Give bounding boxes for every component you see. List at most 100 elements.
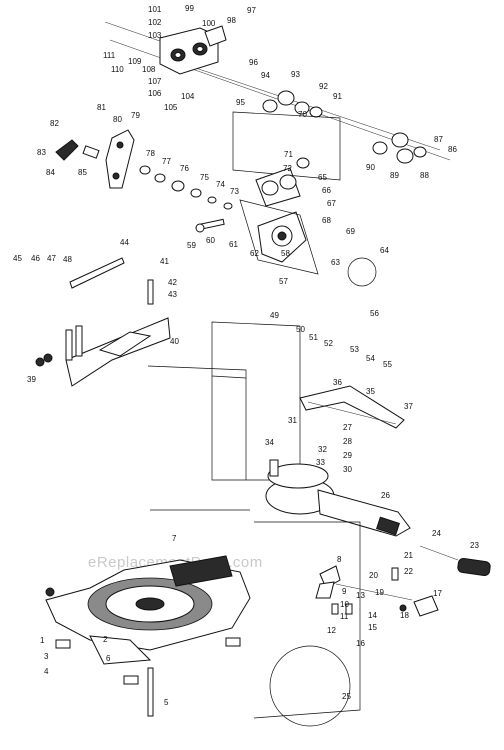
lock-assembly xyxy=(150,509,439,727)
part-number-9: 9 xyxy=(342,587,347,596)
part-number-86: 86 xyxy=(448,145,457,154)
part-number-50: 50 xyxy=(296,325,305,334)
part-number-98: 98 xyxy=(227,16,236,25)
part-number-10: 10 xyxy=(340,600,349,609)
part-number-19: 19 xyxy=(375,588,384,597)
part-number-4: 4 xyxy=(44,667,49,676)
part-number-26: 26 xyxy=(381,491,390,500)
part-number-11: 11 xyxy=(340,612,349,621)
part-number-34: 34 xyxy=(265,438,274,447)
part-number-111: 111 xyxy=(103,51,116,60)
part-number-104: 104 xyxy=(181,92,195,101)
part-number-5: 5 xyxy=(164,698,169,707)
part-number-13: 13 xyxy=(356,591,365,600)
part-number-6: 6 xyxy=(106,654,111,663)
part-number-70: 70 xyxy=(298,110,307,119)
part-number-97: 97 xyxy=(247,6,256,15)
part-number-71: 71 xyxy=(284,150,293,159)
part-number-36: 36 xyxy=(333,378,342,387)
part-number-95: 95 xyxy=(236,98,245,107)
part-number-3: 3 xyxy=(44,652,49,661)
part-number-28: 28 xyxy=(343,437,352,446)
part-number-15: 15 xyxy=(368,623,377,632)
part-number-76: 76 xyxy=(180,164,189,173)
part-number-102: 102 xyxy=(148,18,162,27)
part-number-41: 41 xyxy=(160,257,169,266)
part-number-2: 2 xyxy=(103,635,108,644)
part-number-99: 99 xyxy=(185,4,194,13)
part-number-107: 107 xyxy=(148,77,162,86)
part-number-110: 110 xyxy=(111,65,124,74)
part-number-67: 67 xyxy=(327,199,336,208)
part-number-54: 54 xyxy=(366,354,375,363)
part-number-68: 68 xyxy=(322,216,331,225)
left-fence-assembly xyxy=(35,257,171,387)
base-assembly xyxy=(45,555,251,717)
part-number-65: 65 xyxy=(318,173,327,182)
part-number-78: 78 xyxy=(146,149,155,158)
part-number-22: 22 xyxy=(404,567,413,576)
part-number-1: 1 xyxy=(40,636,45,645)
part-number-49: 49 xyxy=(270,311,279,320)
part-number-79: 79 xyxy=(131,111,140,120)
part-number-27: 27 xyxy=(343,423,352,432)
part-number-101: 101 xyxy=(148,5,162,14)
part-number-20: 20 xyxy=(369,571,378,580)
part-number-96: 96 xyxy=(249,58,258,67)
part-number-57: 57 xyxy=(279,277,288,286)
part-number-56: 56 xyxy=(370,309,379,318)
part-number-75: 75 xyxy=(200,173,209,182)
part-number-43: 43 xyxy=(168,290,177,299)
part-number-88: 88 xyxy=(420,171,429,180)
part-number-93: 93 xyxy=(291,70,300,79)
part-number-37: 37 xyxy=(404,402,413,411)
part-number-87: 87 xyxy=(434,135,443,144)
part-number-40: 40 xyxy=(170,337,179,346)
part-number-33: 33 xyxy=(316,458,325,467)
part-number-85: 85 xyxy=(78,168,87,177)
part-number-55: 55 xyxy=(383,360,392,369)
part-number-32: 32 xyxy=(318,445,327,454)
part-number-58: 58 xyxy=(281,249,290,258)
part-number-89: 89 xyxy=(390,171,399,180)
part-number-7: 7 xyxy=(172,534,177,543)
part-number-39: 39 xyxy=(27,375,36,384)
part-number-82: 82 xyxy=(50,119,59,128)
part-number-42: 42 xyxy=(168,278,177,287)
part-number-92: 92 xyxy=(319,82,328,91)
part-number-46: 46 xyxy=(31,254,40,263)
part-number-108: 108 xyxy=(142,65,156,74)
part-number-103: 103 xyxy=(148,31,162,40)
part-number-14: 14 xyxy=(368,611,377,620)
part-number-30: 30 xyxy=(343,465,352,474)
part-number-63: 63 xyxy=(331,258,340,267)
part-number-59: 59 xyxy=(187,241,196,250)
rail-shaft-assembly xyxy=(104,21,451,181)
part-number-21: 21 xyxy=(404,551,413,560)
part-number-53: 53 xyxy=(350,345,359,354)
part-number-83: 83 xyxy=(37,148,46,157)
part-number-52: 52 xyxy=(324,339,333,348)
part-number-24: 24 xyxy=(432,529,441,538)
part-number-16: 16 xyxy=(356,639,365,648)
part-number-47: 47 xyxy=(47,254,56,263)
part-number-105: 105 xyxy=(164,103,178,112)
part-number-74: 74 xyxy=(216,180,225,189)
part-number-62: 62 xyxy=(250,249,259,258)
part-number-60: 60 xyxy=(206,236,215,245)
part-number-44: 44 xyxy=(120,238,129,247)
part-number-8: 8 xyxy=(337,555,342,564)
part-number-91: 91 xyxy=(333,92,342,101)
part-number-18: 18 xyxy=(400,611,409,620)
part-number-48: 48 xyxy=(63,255,72,264)
part-number-23: 23 xyxy=(470,541,479,550)
part-number-29: 29 xyxy=(343,451,352,460)
part-number-84: 84 xyxy=(46,168,55,177)
part-number-51: 51 xyxy=(309,333,318,342)
part-number-69: 69 xyxy=(346,227,355,236)
part-number-66: 66 xyxy=(322,186,331,195)
turntable-frame xyxy=(147,321,491,577)
part-number-106: 106 xyxy=(148,89,162,98)
part-number-73: 73 xyxy=(230,187,239,196)
